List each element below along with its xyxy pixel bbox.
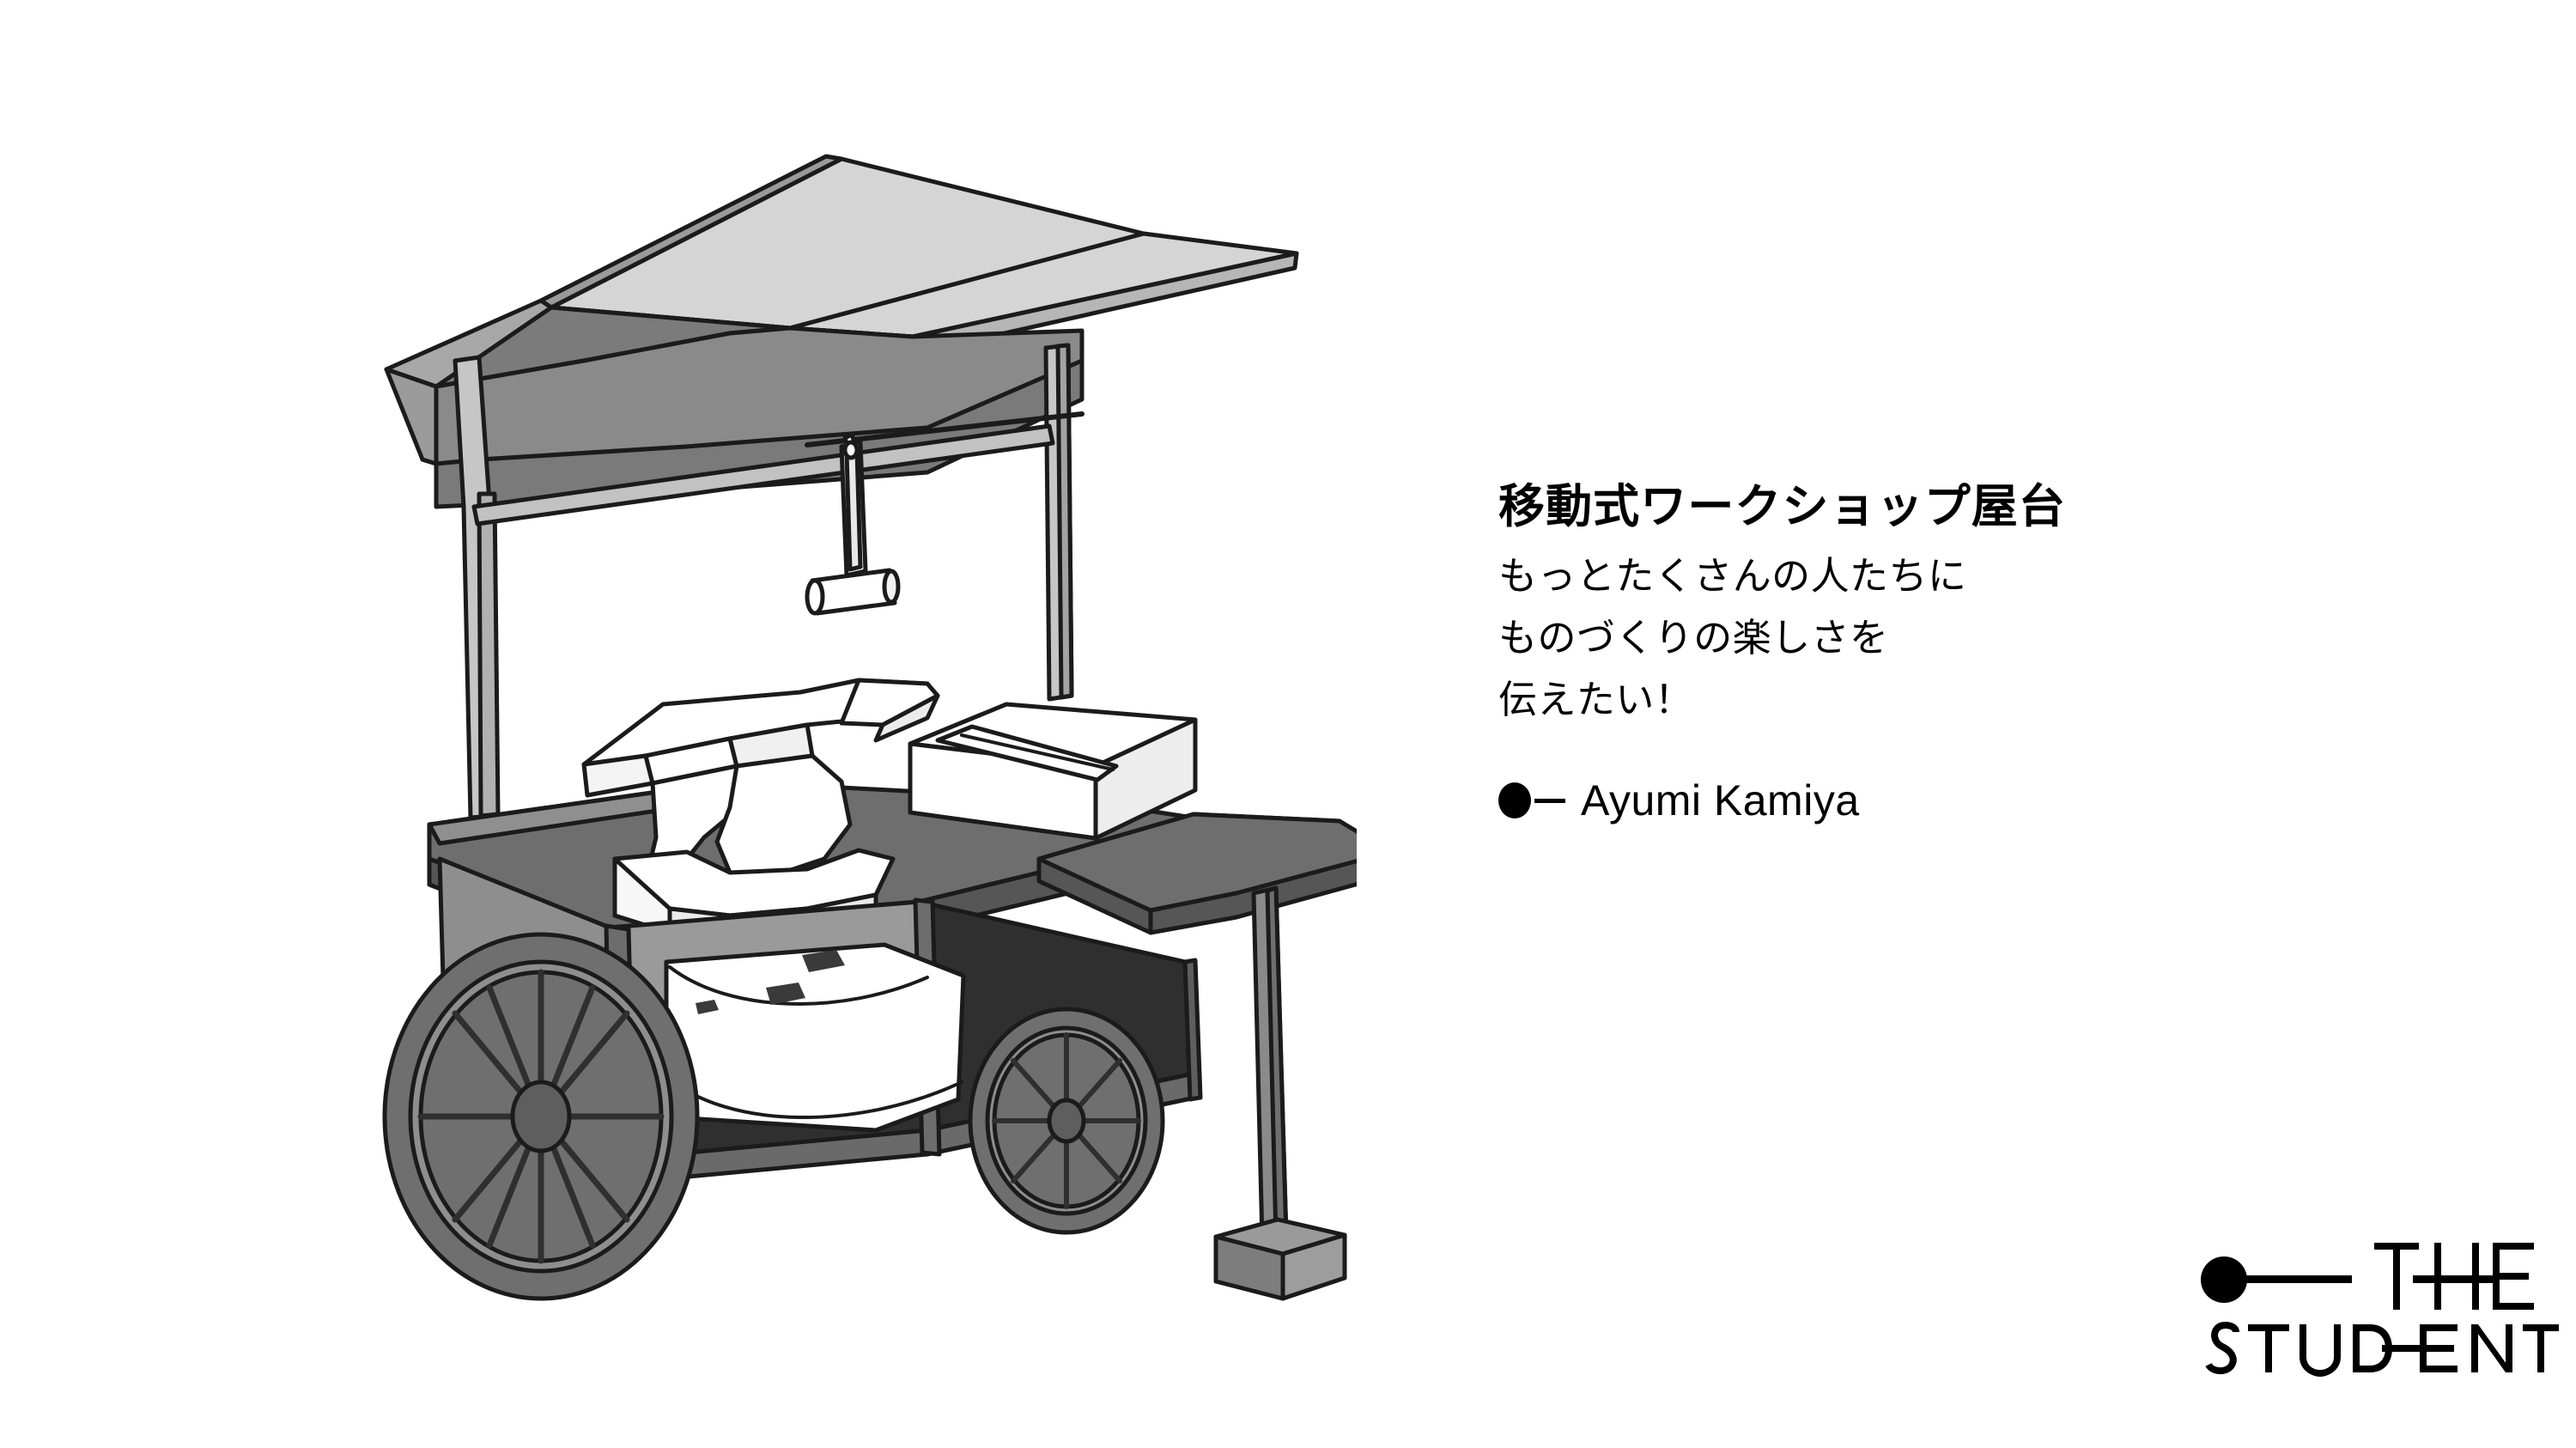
side-table — [1036, 812, 1357, 935]
logo-word-student-rest — [2248, 1324, 2559, 1377]
page-title: 移動式ワークショップ屋台 — [1498, 481, 2066, 532]
front-wheel — [382, 932, 700, 1301]
right-post — [1043, 343, 1074, 702]
toolbox — [908, 702, 1198, 841]
logo-dot-icon — [2201, 1256, 2247, 1303]
side-table-foot — [1213, 1217, 1347, 1301]
author-name: Ayumi Kamiya — [1581, 776, 1860, 825]
text-column: 移動式ワークショップ屋台 もっとたくさんの人たちに ものづくりの楽しさを 伝えた… — [1498, 481, 2443, 825]
body-line-2: ものづくりの楽しさを — [1498, 616, 1889, 660]
logo-word-student — [2205, 1322, 2239, 1374]
white-tub — [617, 942, 966, 1133]
rear-wheel — [968, 1007, 1165, 1235]
workshop-cart-illustration — [326, 103, 1357, 1357]
the-student-logo — [2198, 1232, 2559, 1396]
logo-word-the — [2374, 1243, 2534, 1310]
author-credit: Ayumi Kamiya — [1498, 776, 2443, 825]
bullet-dot-icon — [1498, 782, 1531, 819]
side-table-leg — [1251, 885, 1289, 1243]
left-post-inner — [477, 491, 501, 818]
fascia-band — [434, 325, 1084, 509]
tool-in-toolbox — [935, 724, 1119, 782]
logo-line-icon — [2245, 1275, 2352, 1283]
dash-icon — [1534, 798, 1565, 803]
body-line-3: 伝えたい！ — [1498, 678, 1694, 722]
body-line-1: もっとたくさんの人たちに — [1498, 554, 1967, 599]
hanging-hammer — [805, 432, 901, 616]
roof-left-slope — [384, 154, 844, 389]
